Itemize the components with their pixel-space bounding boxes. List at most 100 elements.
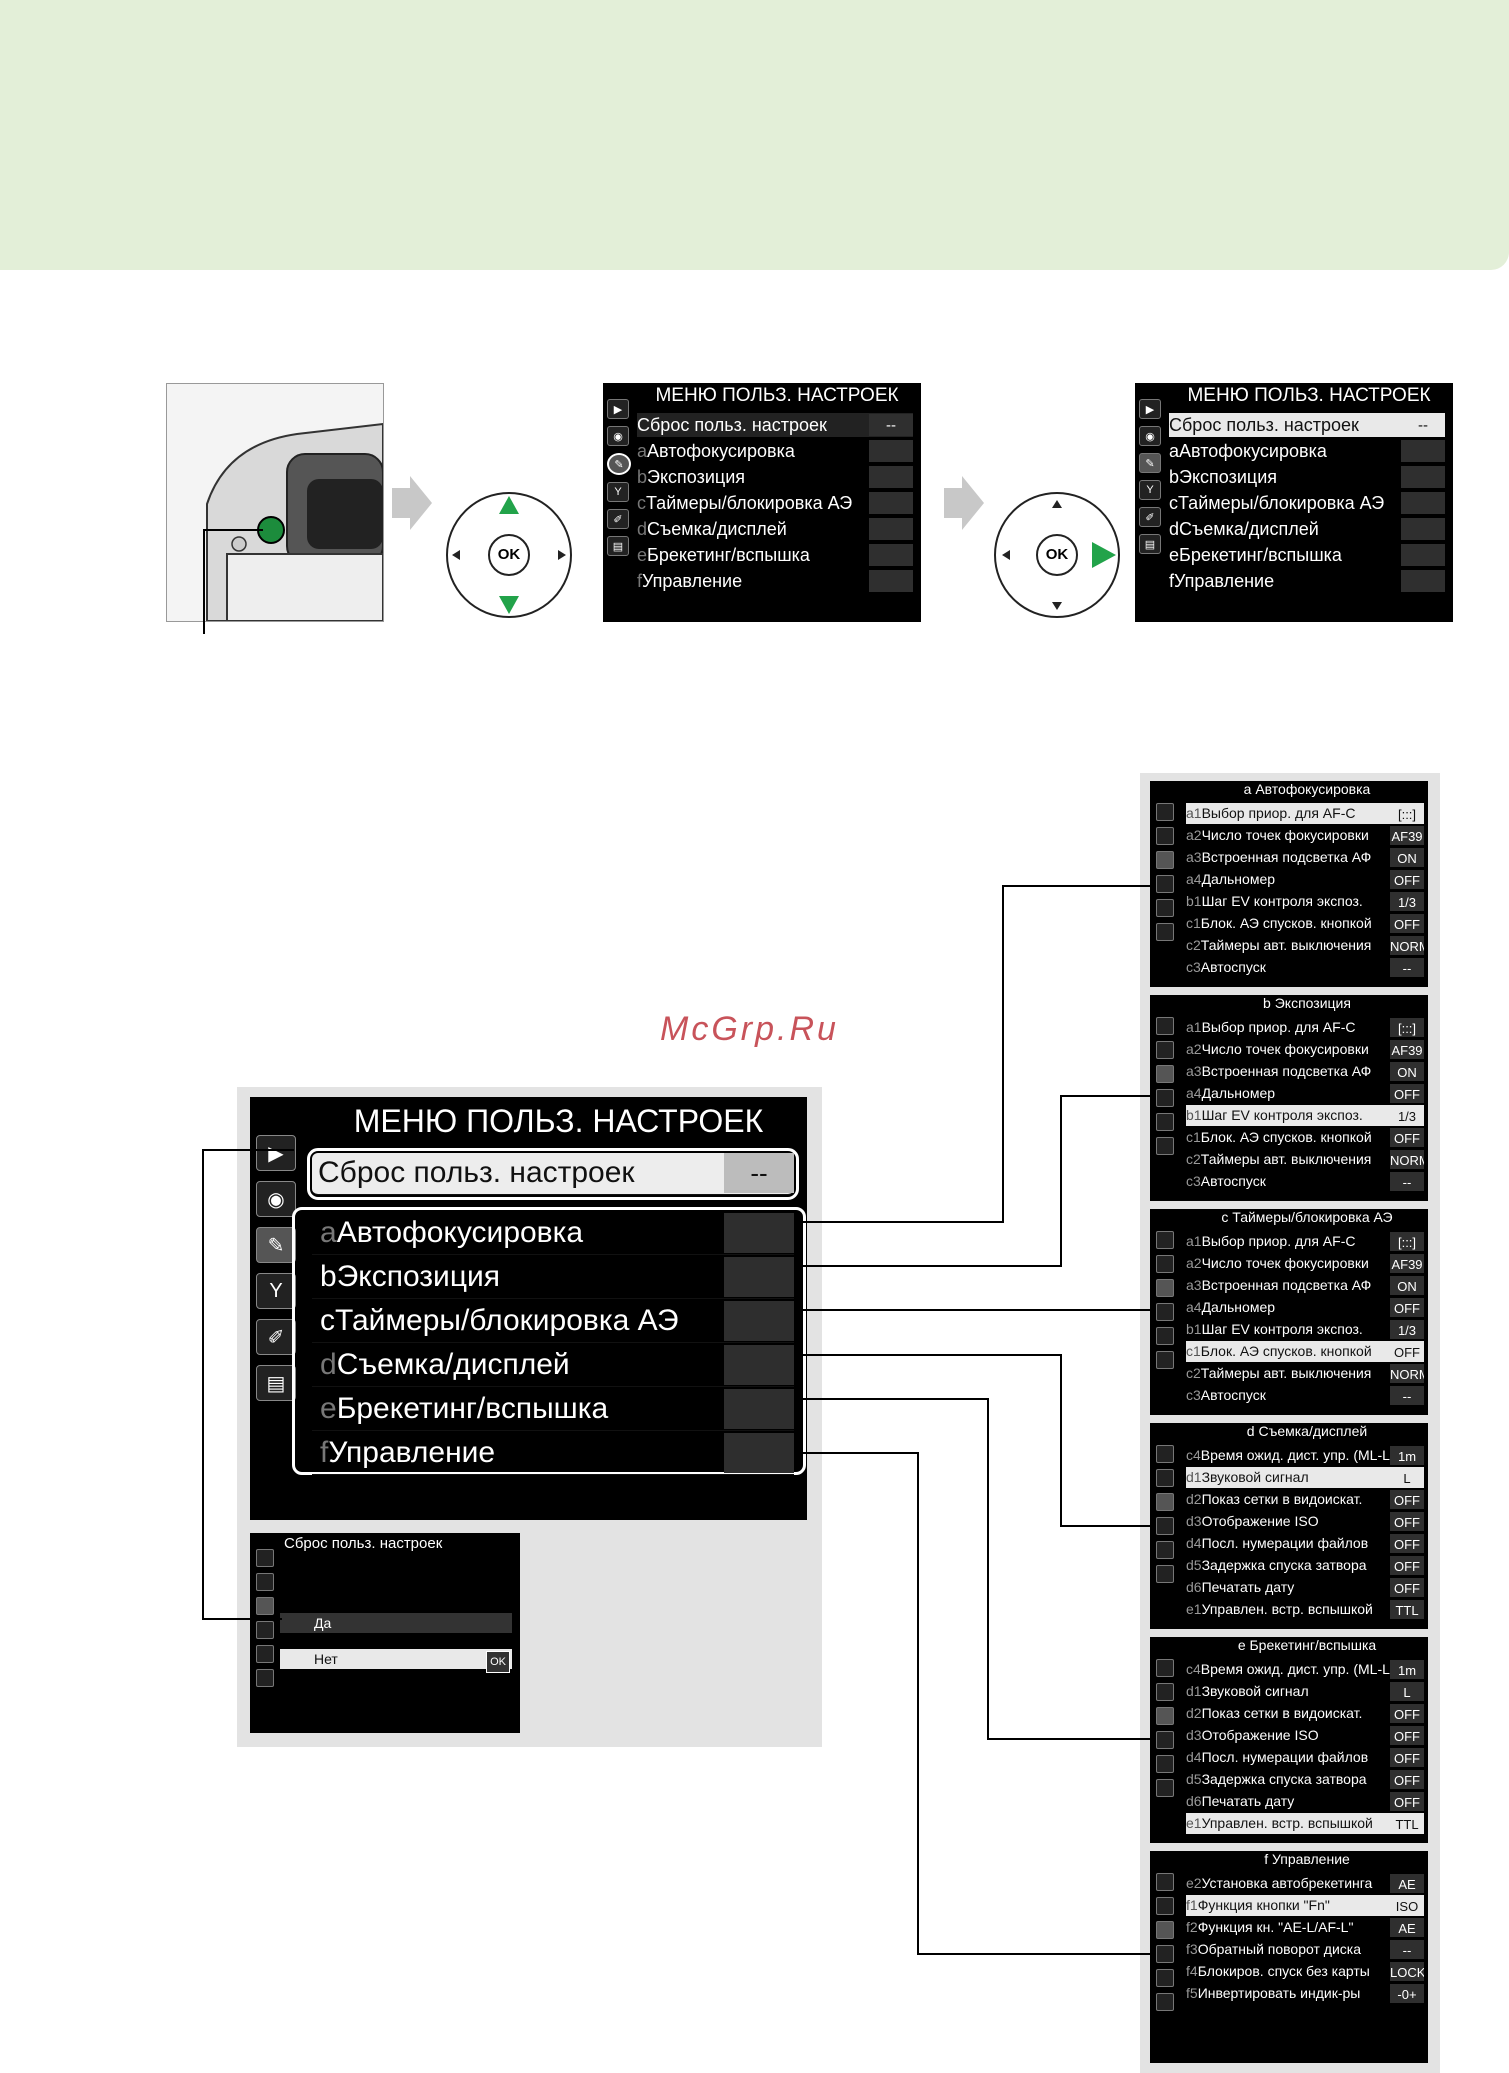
dialog-option-yes[interactable]: Да: [280, 1613, 512, 1633]
submenu-item[interactable]: b1Шаг EV контроля экспоз.1/3: [1186, 1105, 1424, 1126]
shooting-tab-icon[interactable]: [1156, 1897, 1174, 1915]
submenu-item[interactable]: d2Показ сетки в видоискат.OFF: [1186, 1489, 1424, 1510]
recent-settings-tab-icon[interactable]: [1156, 1779, 1174, 1797]
submenu-item[interactable]: c4Время ожид. дист. упр. (ML-L3)1m: [1186, 1445, 1424, 1466]
submenu-item[interactable]: c2Таймеры авт. выключенияNORM: [1186, 935, 1424, 956]
custom-settings-tab-icon[interactable]: [1156, 851, 1174, 869]
shooting-tab-icon[interactable]: ◉: [1139, 426, 1161, 446]
playback-tab-icon[interactable]: ▶: [256, 1135, 296, 1171]
menu-item-b[interactable]: bЭкспозиция: [1169, 465, 1445, 489]
menu-item-reset[interactable]: Сброс польз. настроек--: [307, 1148, 799, 1200]
playback-tab-icon[interactable]: ▶: [1139, 399, 1161, 419]
submenu-item[interactable]: c2Таймеры авт. выключенияNORM: [1186, 1363, 1424, 1384]
custom-settings-tab-icon[interactable]: [1156, 1065, 1174, 1083]
setup-tab-icon[interactable]: [1156, 1089, 1174, 1107]
menu-item-f[interactable]: fУправление: [312, 1433, 794, 1475]
submenu-item[interactable]: c3Автоспуск--: [1186, 1385, 1424, 1406]
submenu-item[interactable]: a1Выбор приор. для AF-C[:::]: [1186, 1017, 1424, 1038]
submenu-item[interactable]: a1Выбор приор. для AF-C[:::]: [1186, 803, 1424, 824]
playback-tab-icon[interactable]: [1156, 1017, 1174, 1035]
menu-item-f[interactable]: fУправление: [1169, 569, 1445, 593]
recent-settings-tab-icon[interactable]: [1156, 923, 1174, 941]
menu-item-reset[interactable]: Сброс польз. настроек--: [637, 413, 913, 437]
shooting-tab-icon[interactable]: [1156, 1469, 1174, 1487]
submenu-item[interactable]: c2Таймеры авт. выключенияNORM: [1186, 1149, 1424, 1170]
playback-tab-icon[interactable]: ▶: [607, 399, 629, 419]
submenu-item[interactable]: f3Обратный поворот диска--: [1186, 1939, 1424, 1960]
custom-settings-tab-icon[interactable]: [1156, 1707, 1174, 1725]
menu-item-c[interactable]: cТаймеры/блокировка АЭ: [1169, 491, 1445, 515]
custom-settings-tab-icon[interactable]: ✎: [607, 453, 631, 475]
shooting-tab-icon[interactable]: [1156, 1255, 1174, 1273]
menu-item-e[interactable]: eБрекетинг/вспышка: [637, 543, 913, 567]
menu-item-c[interactable]: cТаймеры/блокировка АЭ: [637, 491, 913, 515]
submenu-item[interactable]: c3Автоспуск--: [1186, 1171, 1424, 1192]
setup-tab-icon[interactable]: [1156, 1731, 1174, 1749]
retouch-tab-icon[interactable]: [1156, 1541, 1174, 1559]
playback-tab-icon[interactable]: [1156, 1445, 1174, 1463]
retouch-tab-icon[interactable]: [1156, 1327, 1174, 1345]
retouch-tab-icon[interactable]: [1156, 1969, 1174, 1987]
shooting-tab-icon[interactable]: [256, 1573, 274, 1591]
retouch-tab-icon[interactable]: [256, 1645, 274, 1663]
custom-settings-tab-icon[interactable]: [256, 1597, 274, 1615]
submenu-item[interactable]: f2Функция кн. "AE-L/AF-L"AE: [1186, 1917, 1424, 1938]
setup-tab-icon[interactable]: [1156, 1517, 1174, 1535]
retouch-tab-icon[interactable]: ✐: [1139, 507, 1161, 527]
retouch-tab-icon[interactable]: [1156, 899, 1174, 917]
custom-settings-tab-icon[interactable]: ✎: [256, 1227, 296, 1263]
submenu-item[interactable]: f5Инвертировать индик-ры-0+: [1186, 1983, 1424, 2004]
setup-tab-icon[interactable]: [1156, 1303, 1174, 1321]
playback-tab-icon[interactable]: [1156, 1231, 1174, 1249]
shooting-tab-icon[interactable]: [1156, 1041, 1174, 1059]
playback-tab-icon[interactable]: [1156, 1873, 1174, 1891]
submenu-item[interactable]: a1Выбор приор. для AF-C[:::]: [1186, 1231, 1424, 1252]
retouch-tab-icon[interactable]: [1156, 1755, 1174, 1773]
submenu-item[interactable]: d2Показ сетки в видоискат.OFF: [1186, 1703, 1424, 1724]
menu-item-e[interactable]: eБрекетинг/вспышка: [1169, 543, 1445, 567]
custom-settings-tab-icon[interactable]: [1156, 1493, 1174, 1511]
setup-tab-icon[interactable]: [256, 1621, 274, 1639]
recent-settings-tab-icon[interactable]: [1156, 1565, 1174, 1583]
setup-tab-icon[interactable]: Y: [607, 482, 629, 502]
menu-item-d[interactable]: dСъемка/дисплей: [1169, 517, 1445, 541]
menu-item-d[interactable]: dСъемка/дисплей: [312, 1345, 794, 1387]
shooting-tab-icon[interactable]: [1156, 1683, 1174, 1701]
playback-tab-icon[interactable]: [1156, 803, 1174, 821]
menu-item-a[interactable]: aАвтофокусировка: [1169, 439, 1445, 463]
menu-item-d[interactable]: dСъемка/дисплей: [637, 517, 913, 541]
menu-item-f[interactable]: fУправление: [637, 569, 913, 593]
menu-item-a[interactable]: aАвтофокусировка: [637, 439, 913, 463]
recent-settings-tab-icon[interactable]: ▤: [1139, 534, 1161, 554]
custom-settings-tab-icon[interactable]: ✎: [1139, 453, 1161, 473]
menu-item-e[interactable]: eБрекетинг/вспышка: [312, 1389, 794, 1431]
recent-settings-tab-icon[interactable]: [256, 1669, 274, 1687]
menu-item-c[interactable]: cТаймеры/блокировка АЭ: [312, 1301, 794, 1343]
recent-settings-tab-icon[interactable]: ▤: [607, 536, 629, 556]
recent-settings-tab-icon[interactable]: [1156, 1137, 1174, 1155]
recent-settings-tab-icon[interactable]: [1156, 1993, 1174, 2011]
